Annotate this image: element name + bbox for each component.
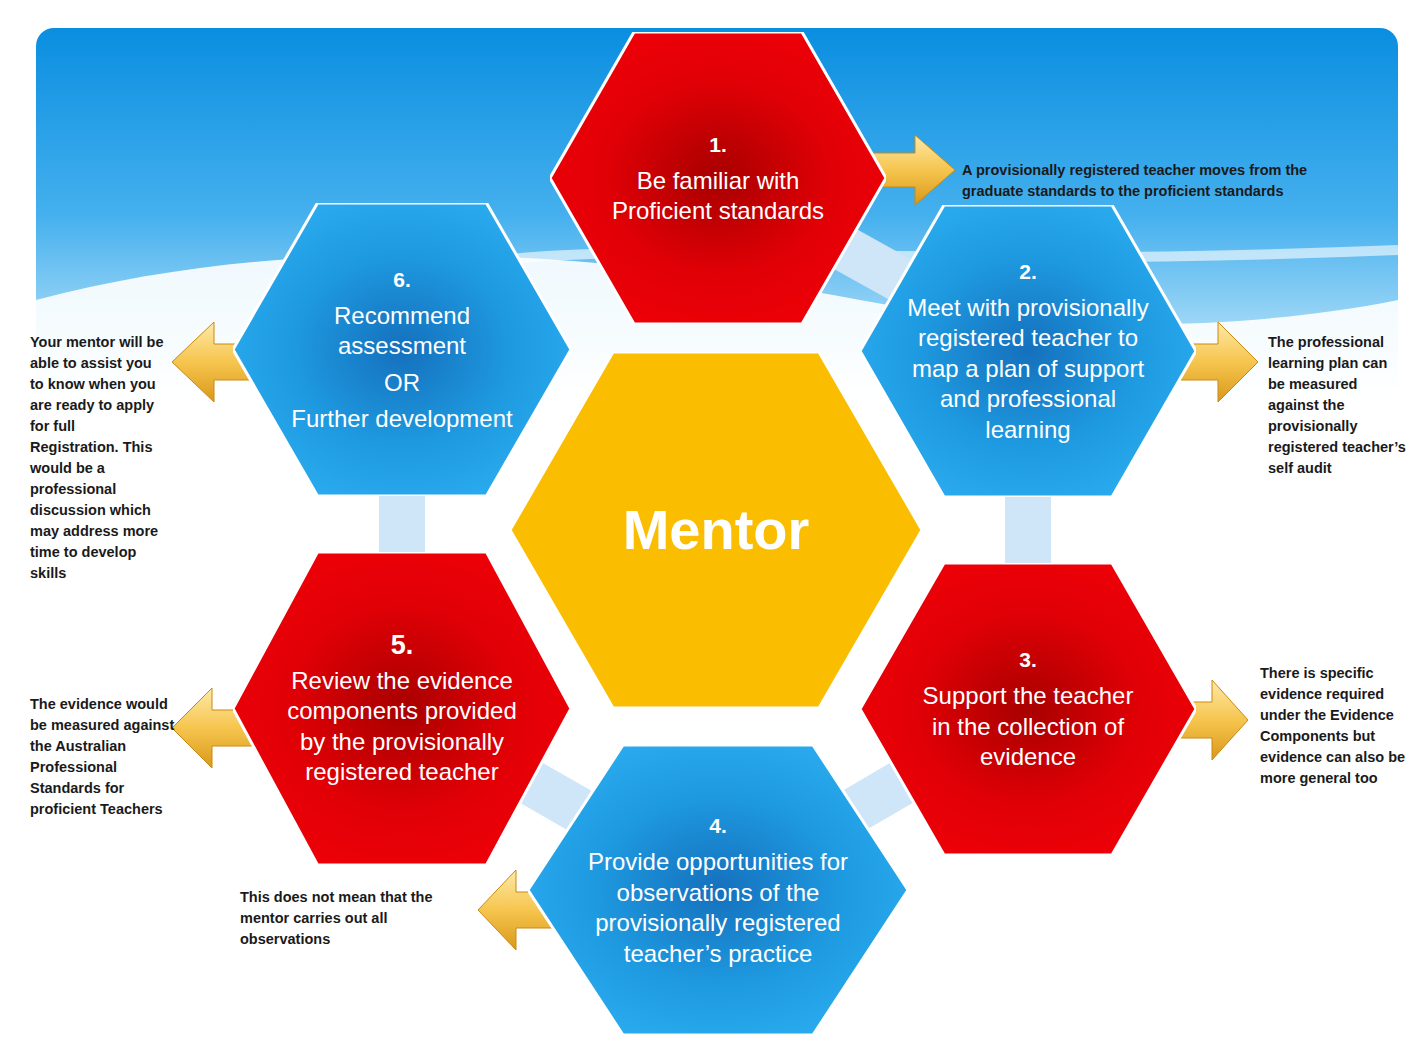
- connector-band: [845, 249, 901, 280]
- hexagon-outline: [550, 32, 886, 324]
- callout-note: There is specific evidence required unde…: [1260, 663, 1410, 789]
- hexagon-outline: [528, 745, 908, 1035]
- hexagon-content: Mentor: [510, 352, 922, 708]
- step-number: 4.: [578, 811, 858, 841]
- hexagon-outline: [860, 563, 1196, 855]
- sky-panel: [36, 28, 1398, 1059]
- hexagon-content: 3. Support the teacher in the collection …: [860, 563, 1196, 855]
- step-hexagon: 6. Recommend assessmentOR Further developm…: [233, 203, 571, 496]
- step-text: Meet with provisionally registered teach…: [898, 293, 1158, 446]
- hexagon-outline: [233, 203, 571, 496]
- hexagon-content: 2. Meet with provisionally registered tea…: [860, 205, 1196, 497]
- connector-band: [531, 783, 580, 811]
- step-text: Review the evidence components provided …: [277, 666, 527, 788]
- callout-note: The professional learning plan can be me…: [1268, 332, 1408, 479]
- hexagon-content: 4. Provide opportunities for observations…: [528, 745, 908, 1035]
- center-hexagon: Mentor: [510, 352, 922, 708]
- step-text: Further development: [282, 404, 522, 435]
- step-number: 1.: [593, 130, 843, 160]
- step-number: 6.: [282, 265, 522, 295]
- step-hexagon: 1. Be familiar with Proficient standards: [550, 32, 886, 324]
- step-hexagon: 3. Support the teacher in the collection …: [860, 563, 1196, 855]
- center-title: Mentor: [536, 498, 896, 562]
- hexagon-content: 1. Be familiar with Proficient standards: [550, 32, 886, 324]
- hexagon-outline: [510, 352, 922, 708]
- callout-note: A provisionally registered teacher moves…: [962, 160, 1372, 202]
- step-hexagon: 2. Meet with provisionally registered tea…: [860, 205, 1196, 497]
- hexagon-outline: [233, 552, 571, 865]
- hexagon-content: 6. Recommend assessmentOR Further developm…: [233, 203, 571, 496]
- step-hexagon: 5. Review the evidence components provide…: [233, 552, 571, 865]
- step-number: 2.: [898, 257, 1158, 287]
- step-text: Provide opportunities for observations o…: [578, 847, 858, 969]
- callout-note: Your mentor will be able to assist you t…: [30, 332, 166, 584]
- callout-note: This does not mean that the mentor carri…: [240, 887, 475, 950]
- step-text: Recommend assessment: [282, 301, 522, 362]
- step-number: 3.: [913, 645, 1143, 675]
- step-number: 5.: [277, 630, 527, 660]
- step-text: Be familiar with Proficient standards: [593, 166, 843, 227]
- callout-note: The evidence would be measured against t…: [30, 694, 188, 820]
- wave: [36, 255, 1398, 1059]
- step-hexagon: 4. Provide opportunities for observations…: [528, 745, 908, 1035]
- connector-band: [855, 782, 902, 809]
- connector-band: [379, 496, 425, 552]
- connector-band: [1005, 497, 1051, 563]
- hexagon-outline: [860, 205, 1196, 497]
- step-text: Support the teacher in the collection of…: [913, 681, 1143, 773]
- hexagon-content: 5. Review the evidence components provide…: [233, 552, 571, 865]
- step-text: OR: [282, 368, 522, 399]
